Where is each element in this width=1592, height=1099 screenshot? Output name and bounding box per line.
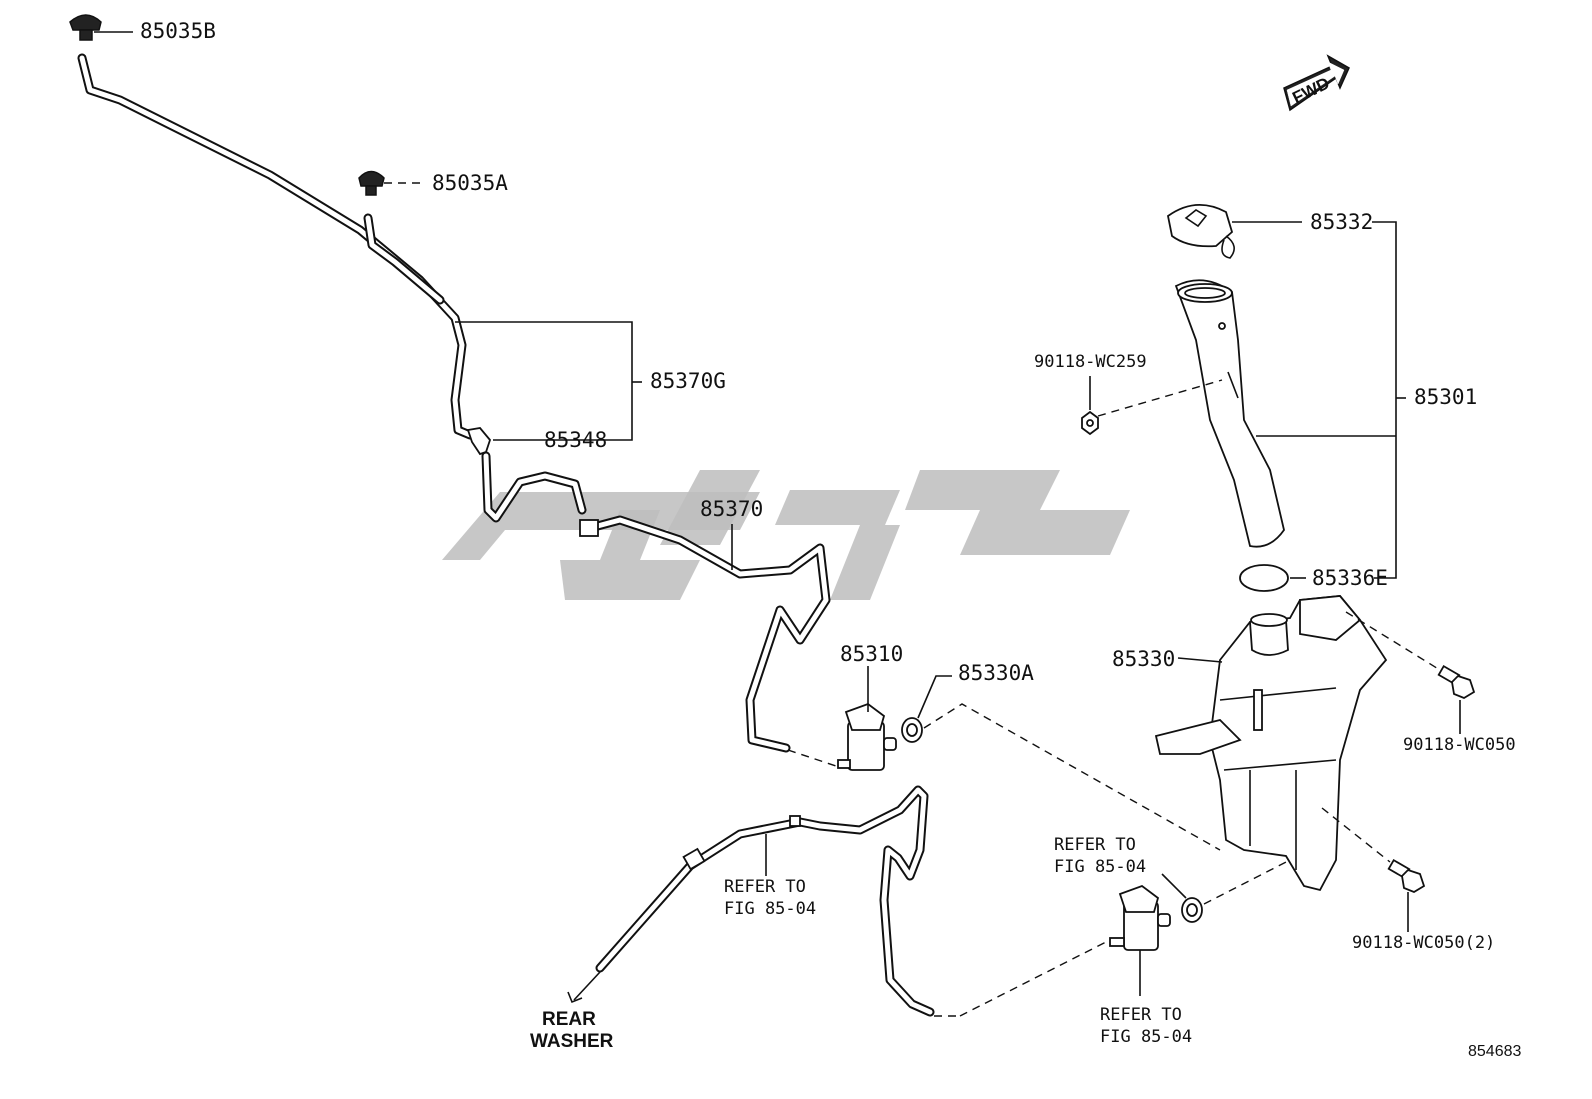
label-rear-washer-line2: WASHER (530, 1031, 614, 1052)
cap-85332 (1167, 203, 1302, 259)
label-85348: 85348 (544, 428, 607, 452)
nozzle-85035a (358, 170, 425, 196)
nut-90118-wc259 (1081, 376, 1099, 436)
refer-1-line1: REFER TO (724, 877, 806, 897)
grommet-85330a (901, 675, 1221, 851)
label-85336e: 85336E (1312, 566, 1388, 590)
pump-85310 (837, 666, 897, 771)
gasket-85336e (1239, 564, 1306, 592)
label-85370g: 85370G (650, 369, 726, 393)
label-85035b: 85035B (140, 19, 216, 43)
label-85301: 85301 (1414, 385, 1477, 409)
label-90118-wc050: 90118-WC050 (1403, 735, 1516, 755)
label-85332: 85332 (1310, 210, 1373, 234)
bolt-90118-wc050-2 (1387, 858, 1426, 932)
label-90118-wc259: 90118-WC259 (1034, 352, 1147, 372)
label-90118-wc050-2: 90118-WC050(2) (1352, 933, 1495, 953)
watermark-logo (442, 470, 1130, 600)
forward-arrow: FWD (1283, 54, 1350, 112)
refer-1-line2: FIG 85-04 (724, 899, 816, 919)
joint-85348 (466, 427, 492, 456)
label-85370: 85370 (700, 497, 763, 521)
figure-number: 854683 (1468, 1043, 1521, 1060)
bolt-90118-wc050 (1437, 664, 1476, 734)
label-85330: 85330 (1112, 647, 1175, 671)
hose-85370 (481, 451, 837, 767)
tank-85330 (1154, 595, 1441, 892)
filler-pipe-85301 (1097, 221, 1406, 579)
refer-3-line1: REFER TO (1100, 1005, 1182, 1025)
label-85310: 85310 (840, 642, 903, 666)
label-85035a: 85035A (432, 171, 508, 195)
pump-rear (1109, 859, 1291, 996)
refer-3-line2: FIG 85-04 (1100, 1027, 1192, 1047)
refer-2-line2: FIG 85-04 (1054, 857, 1146, 877)
nozzle-85035b (69, 14, 133, 41)
label-85330a: 85330A (958, 661, 1034, 685)
hose-85370g (77, 53, 642, 441)
label-rear-washer-line1: REAR (542, 1009, 596, 1030)
refer-2-line1: REFER TO (1054, 835, 1136, 855)
rear-washer-hose (567, 785, 1111, 1017)
